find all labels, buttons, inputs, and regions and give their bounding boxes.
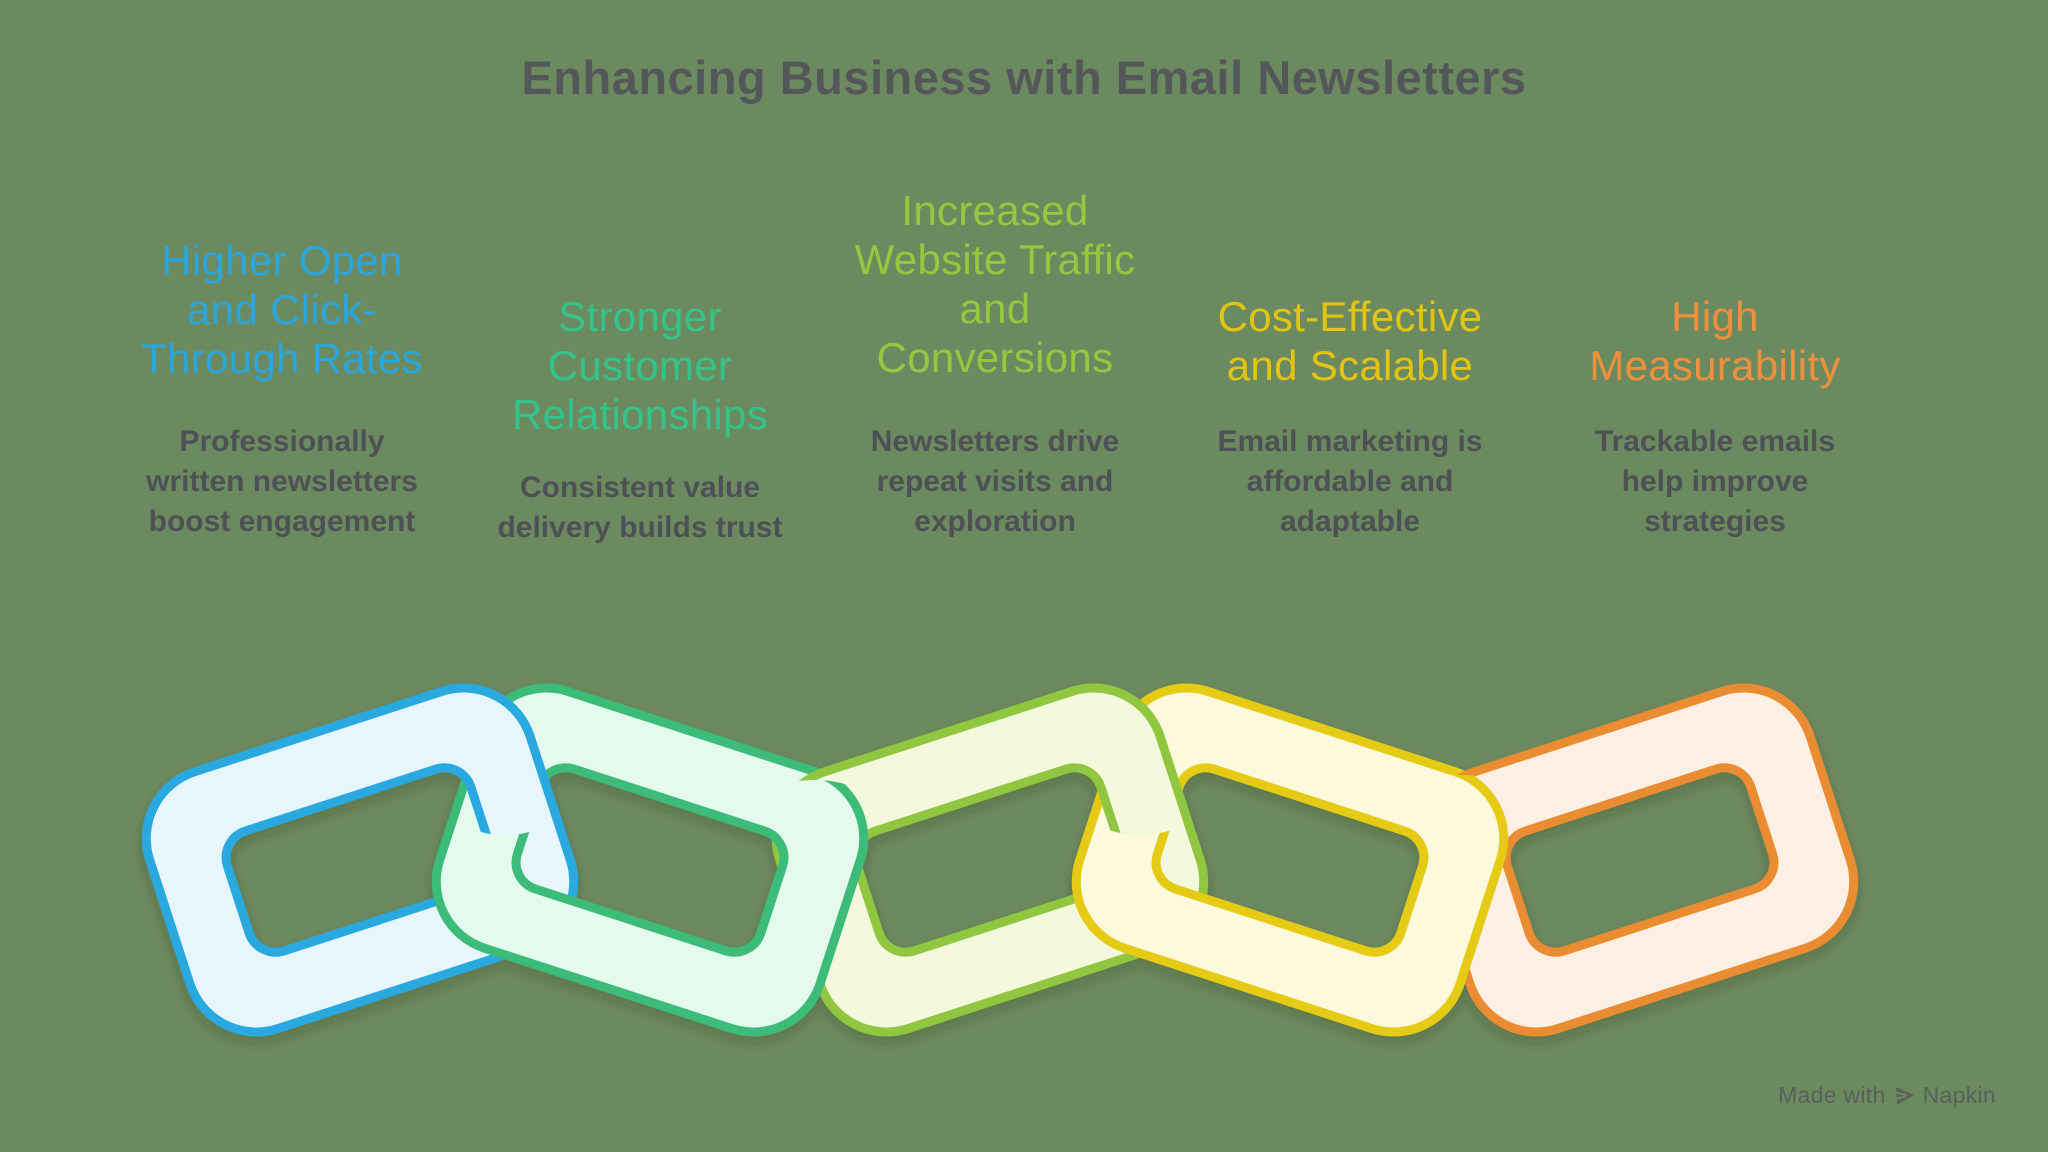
heading-line: Higher Open <box>161 237 403 284</box>
description-line: Consistent value <box>519 471 761 504</box>
description-line: repeat visits and <box>876 465 1114 498</box>
description-line: boost engagement <box>148 505 416 538</box>
description-line: delivery builds trust <box>497 511 783 544</box>
watermark-brand: Napkin <box>1922 1082 1996 1108</box>
heading-line: Customer <box>547 342 733 389</box>
benefit-heading-higher-open-rates: Higher Open and Click- Through Rates <box>92 236 472 383</box>
chain-group <box>128 670 1872 1050</box>
watermark: Made with Napkin <box>1778 1082 1996 1109</box>
description-line: Newsletters drive <box>870 425 1120 458</box>
heading-line: Cost-Effective <box>1217 293 1483 340</box>
description-line: strategies <box>1644 505 1786 538</box>
description-line: Trackable emails <box>1594 425 1836 458</box>
benefit-heading-cost-effective: Cost-Effective and Scalable <box>1160 292 1540 390</box>
description-line: help improve <box>1621 465 1809 498</box>
page-title: Enhancing Business with Email Newsletter… <box>521 51 1527 104</box>
benefit-description-website-traffic: Newsletters drive repeat visits and expl… <box>805 422 1185 542</box>
benefit-description-measurability: Trackable emails help improve strategies <box>1525 422 1905 542</box>
napkin-logo-icon <box>1894 1086 1914 1105</box>
heading-line: High <box>1671 293 1759 340</box>
benefit-heading-website-traffic: Increased Website Traffic and Conversion… <box>805 186 1185 382</box>
benefit-heading-measurability: High Measurability <box>1525 292 1905 390</box>
heading-line: Measurability <box>1589 342 1841 389</box>
heading-line: Conversions <box>876 334 1114 381</box>
description-line: Email marketing is <box>1217 425 1483 458</box>
description-line: affordable and <box>1246 465 1454 498</box>
heading-line: Increased <box>901 187 1089 234</box>
benefit-description-higher-open-rates: Professionally written newsletters boost… <box>92 422 472 542</box>
description-line: written newsletters <box>146 465 418 498</box>
description-line: adaptable <box>1279 505 1421 538</box>
heading-line: Stronger <box>558 293 722 340</box>
heading-line: Website Traffic <box>854 236 1136 283</box>
heading-line: and Scalable <box>1226 342 1474 389</box>
heading-line: Relationships <box>511 391 769 438</box>
watermark-prefix: Made with <box>1778 1082 1886 1108</box>
heading-line: Through Rates <box>141 335 423 382</box>
heading-line: and Click- <box>187 286 377 333</box>
benefit-description-cost-effective: Email marketing is affordable and adapta… <box>1160 422 1540 542</box>
benefit-description-customer-relationships: Consistent value delivery builds trust <box>450 468 830 548</box>
description-line: exploration <box>914 505 1076 538</box>
heading-line: and <box>959 285 1031 332</box>
benefit-heading-customer-relationships: Stronger Customer Relationships <box>450 292 830 439</box>
description-line: Professionally <box>179 425 385 458</box>
